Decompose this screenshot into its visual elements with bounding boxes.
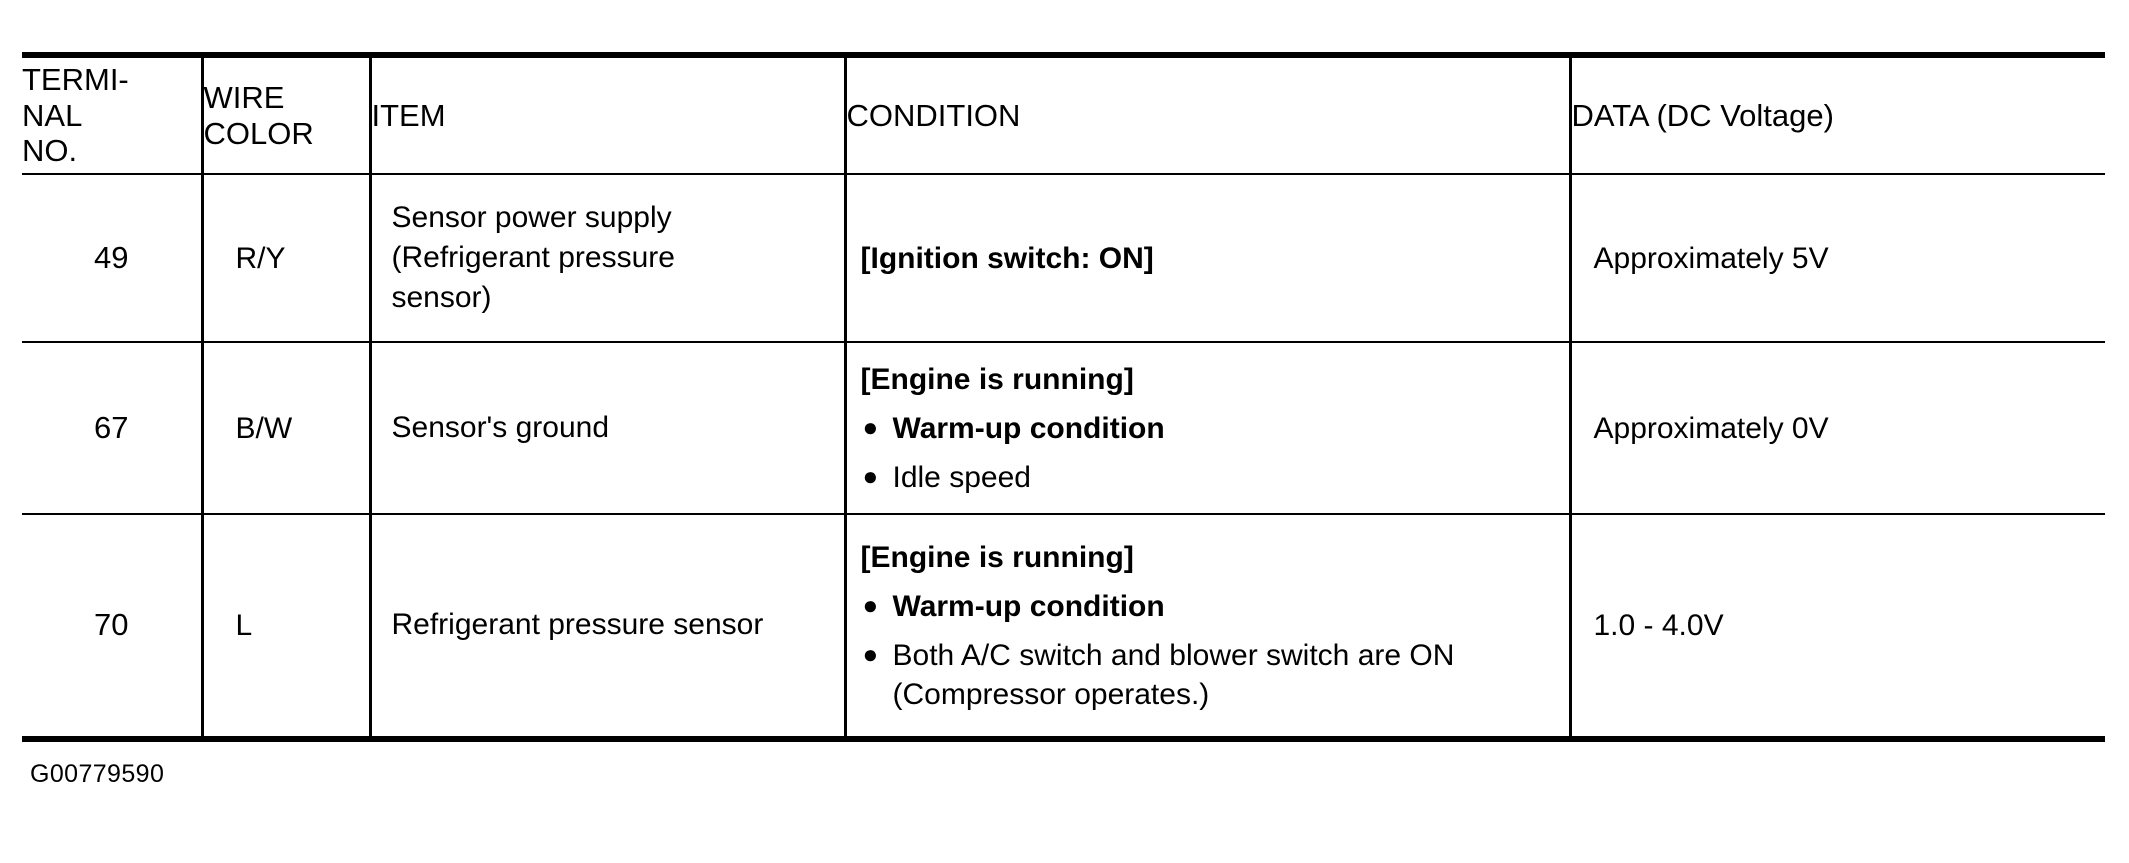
bullet-text-continuation: (Compressor operates.) — [892, 677, 1210, 711]
cell-wire-color: R/Y — [202, 173, 372, 342]
cell-condition: [Ignition switch: ON] — [845, 173, 1572, 342]
cell-terminal-no: 67 — [22, 341, 204, 514]
cell-terminal-no: 49 — [22, 173, 204, 342]
bullet-icon: ● — [862, 411, 879, 442]
bullet-text: Idle speed — [892, 460, 1031, 494]
header-line-1: WIRE — [203, 79, 285, 115]
cell-item: Sensor's ground — [370, 341, 847, 514]
condition-heading: [Engine is running] — [860, 362, 1134, 396]
column-header-data: DATA (DC Voltage) — [1571, 97, 1834, 133]
condition-bullet-list: ● Warm-up condition ● Idle speed — [861, 409, 1569, 497]
table-body: 49 R/Y Sensor power supply (Refrigerant … — [22, 173, 2105, 736]
table-row: 67 B/W Sensor's ground [Engine is runnin… — [22, 341, 2105, 514]
item-line-1: Sensor power supply — [391, 200, 672, 234]
table-row: 49 R/Y Sensor power supply (Refrigerant … — [22, 173, 2105, 342]
item-line-1: Sensor's ground — [391, 410, 610, 444]
header-line-2: NAL — [22, 97, 83, 133]
list-item: ● Warm-up condition — [861, 409, 1569, 448]
bullet-icon: ● — [862, 460, 879, 491]
cell-terminal-no: 70 — [22, 513, 204, 736]
list-item: ● Both A/C switch and blower switch are … — [861, 636, 1569, 714]
bullet-text: Warm-up condition — [892, 589, 1165, 623]
cell-condition: [Engine is running] ● Warm-up condition … — [845, 513, 1572, 736]
table-bottom-rule — [22, 736, 2105, 742]
cell-wire-color: B/W — [202, 341, 372, 514]
header-row: TERMI- NAL NO. WIRE COLOR ITEM CONDITION… — [22, 58, 2105, 174]
condition-heading: [Ignition switch: ON] — [860, 241, 1154, 275]
list-item: ● Warm-up condition — [861, 587, 1569, 626]
bullet-text: Warm-up condition — [892, 411, 1165, 445]
spec-table: TERMI- NAL NO. WIRE COLOR ITEM CONDITION… — [22, 58, 2105, 736]
header-line-1: TERMI- — [22, 61, 129, 97]
cell-wire-color: L — [202, 513, 372, 736]
table-top-rule — [22, 52, 2105, 58]
header-line-2: COLOR — [203, 115, 314, 151]
item-line-1: Refrigerant pressure sensor — [391, 608, 764, 642]
cell-data-voltage: Approximately 5V — [1570, 173, 2105, 342]
item-line-2: (Refrigerant pressure — [391, 240, 675, 274]
cell-condition: [Engine is running] ● Warm-up condition … — [845, 341, 1572, 514]
terminal-inspection-table: TERMI- NAL NO. WIRE COLOR ITEM CONDITION… — [22, 52, 2105, 742]
figure-caption-id: G00779590 — [30, 760, 165, 788]
bullet-icon: ● — [862, 589, 879, 620]
list-item: ● Idle speed — [861, 458, 1569, 497]
table-row: 70 L Refrigerant pressure sensor [Engine… — [22, 513, 2105, 736]
header-line-3: NO. — [22, 133, 78, 169]
cell-item: Sensor power supply (Refrigerant pressur… — [370, 173, 847, 342]
item-line-3: sensor) — [391, 281, 492, 315]
column-header-wire-color: WIRE COLOR — [202, 58, 372, 174]
column-header-item: ITEM — [370, 58, 847, 174]
bullet-icon: ● — [862, 638, 879, 669]
table-header: TERMI- NAL NO. WIRE COLOR ITEM CONDITION… — [22, 58, 2105, 174]
cell-data-voltage: 1.0 - 4.0V — [1570, 513, 2105, 736]
cell-item: Refrigerant pressure sensor — [370, 513, 847, 736]
cell-data-voltage: Approximately 0V — [1570, 341, 2105, 514]
bullet-text: Both A/C switch and blower switch are ON — [892, 638, 1455, 672]
condition-heading: [Engine is running] — [860, 540, 1134, 574]
column-header-terminal-no: TERMI- NAL NO. — [22, 58, 204, 174]
column-header-condition: CONDITION — [845, 58, 1572, 174]
condition-bullet-list: ● Warm-up condition ● Both A/C switch an… — [861, 587, 1569, 714]
